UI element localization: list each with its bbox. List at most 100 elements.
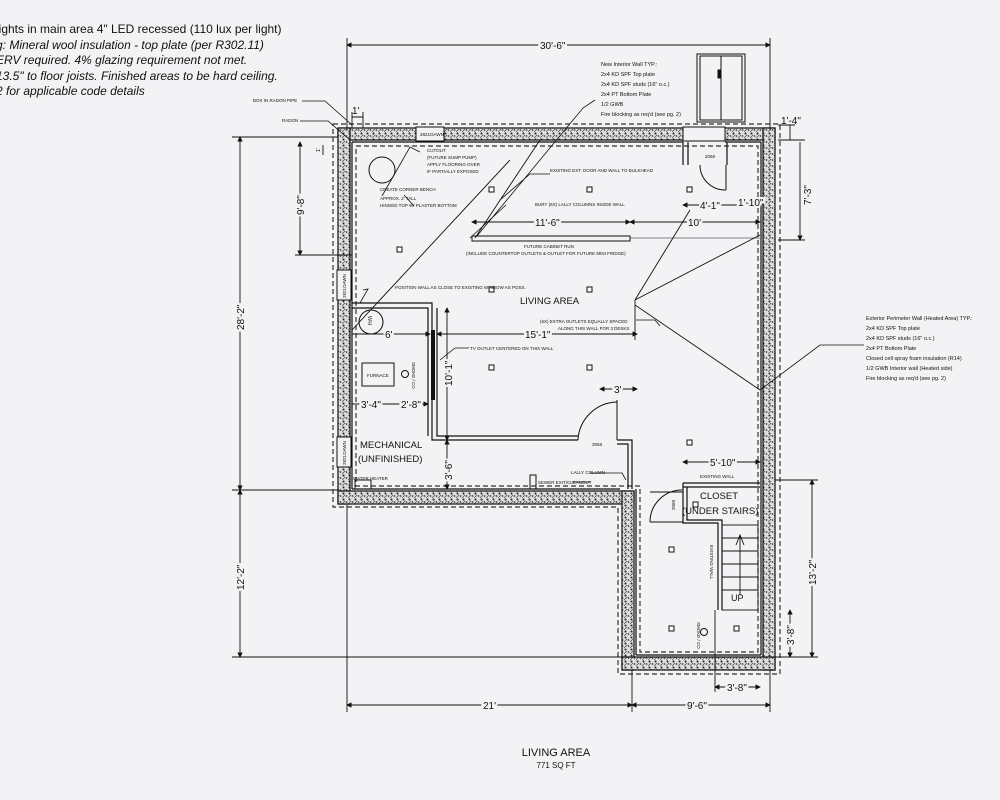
- foundation-outline: [332, 123, 781, 675]
- label: 9'-6": [687, 701, 707, 712]
- outlets-note: ALONG THIS WALL FOR 3 DESKS: [558, 326, 629, 331]
- drawing-area: 771 SQ FT: [536, 761, 575, 770]
- existing-wall-label: EXISTING WALL: [700, 474, 735, 479]
- label: 2x4 PT Bottom Plate: [601, 92, 651, 98]
- smoke-label: SMOKE / CO: [696, 622, 701, 649]
- sewer-note: SEWER EXIT/CLEANOUT: [538, 480, 592, 485]
- label: 11'-6": [535, 218, 560, 229]
- label: 4'-1": [700, 201, 720, 212]
- label: 3'-8": [727, 683, 747, 694]
- wh-label: WH: [366, 316, 372, 325]
- note-line: ERV required. 4% glazing requirement not…: [0, 53, 248, 67]
- position-wall-note: POSITION WALL AS CLOSE TO EXISTING WINDO…: [395, 285, 526, 290]
- furnace-icon: [361, 362, 395, 387]
- label: 10'-1": [444, 360, 455, 386]
- label: 2x4 KD SPF studs (16" o.c.): [866, 336, 935, 342]
- label: Exterior Perimeter Wall (Heated Area) TY…: [866, 316, 973, 322]
- label: 12'-2": [236, 564, 247, 590]
- lally-note: BURY (6X) LALLY COLUMNS INSIDE WALL: [535, 202, 625, 207]
- door-label: 3068: [592, 442, 603, 447]
- cabinet-run: [471, 235, 631, 242]
- label: 5'-10": [710, 458, 736, 469]
- label: New Interior Wall TYP.:: [601, 62, 658, 68]
- label: Fire blocking as req'd (see pg. 2): [601, 112, 681, 118]
- note-line: lights in main area 4" LED recessed (110…: [0, 22, 282, 36]
- label: 3': [614, 385, 622, 396]
- bulkhead-opening: [682, 126, 726, 142]
- label: Fire blocking as req'd (see pg. 2): [866, 376, 946, 382]
- label: 1': [316, 148, 322, 152]
- window-top: [415, 126, 445, 142]
- label: 10': [688, 218, 701, 229]
- label: CUTOUT: [427, 148, 446, 153]
- label: 3'-4": [361, 400, 381, 411]
- window-label: 2821OAWN: [342, 441, 347, 465]
- room-label-closet: CLOSET: [700, 491, 738, 502]
- label: 2x4 KD SPF studs (16" o.c.): [601, 82, 670, 88]
- label: 7'-3": [803, 185, 814, 205]
- water-heater-pad: [354, 479, 372, 490]
- room-label-living: LIVING AREA: [520, 296, 580, 307]
- note-line: g: Mineral wool insulation - top plate (…: [0, 37, 264, 52]
- smoke-detector-icon: [700, 628, 708, 636]
- window-left-lower: [336, 436, 352, 468]
- note-line: 13.5" to floor joists. Finished areas to…: [0, 68, 278, 83]
- stairs: [721, 524, 759, 611]
- window-label: 2821OAWN: [342, 274, 347, 298]
- drawing-title: LIVING AREA: [522, 747, 591, 759]
- label: 6': [385, 330, 393, 341]
- label: CREATE CORNER BENCH: [380, 187, 436, 192]
- leader-lines: [300, 99, 864, 483]
- room-label-mechanical-sub: (UNFINISHED): [358, 454, 422, 465]
- label: 13'-2": [808, 559, 819, 585]
- dimension-labels: 30'-6" 28'-2" 12'-2" 21' 9'-6" 1' 1' 9'-…: [234, 39, 821, 714]
- label: 2x4 PT Bottom Plate: [866, 346, 916, 352]
- note-line: 2 for applicable code details: [0, 84, 145, 98]
- callout-interior-wall: New Interior Wall TYP.: 2x4 KD SPF Top p…: [601, 62, 681, 118]
- label: APPROX. 2' TALL: [380, 196, 417, 201]
- label: 15'-1": [525, 330, 551, 341]
- label: 1'-10": [738, 198, 764, 209]
- bulkhead-doors: [696, 53, 746, 123]
- label: Closed cell spray foam insulation (R14): [866, 356, 962, 362]
- label: 21': [483, 701, 496, 712]
- label: 1'-4": [781, 116, 801, 127]
- callout-bench: CREATE CORNER BENCH APPROX. 2' TALL HING…: [380, 187, 457, 208]
- label: IF PARTIALLY EXPOSED: [427, 169, 479, 174]
- interior-walls: [351, 141, 762, 656]
- lally-column-note: LALLY COLUMN: [571, 470, 605, 475]
- label: 30'-6": [540, 41, 566, 52]
- water-heater-note: WATER HEATER: [353, 476, 389, 481]
- smoke-detector-icon: [401, 370, 409, 378]
- sump-pump-cutout: [368, 156, 396, 184]
- ceiling-lines: [351, 139, 761, 391]
- tv-wall: [431, 330, 435, 400]
- label: APPLY FLOORING OVER: [427, 162, 481, 167]
- label: 2x4 KD SPF Top plate: [601, 72, 655, 78]
- label: 9'-8": [296, 195, 307, 215]
- doors: [577, 164, 727, 523]
- window-left-upper: [336, 269, 352, 301]
- general-notes: lights in main area 4" LED recessed (110…: [0, 22, 282, 100]
- door-label: 2068: [705, 154, 716, 159]
- door-bulkhead: [699, 164, 727, 191]
- label: 1/2 GWB: [601, 102, 624, 108]
- window-label: 2821OAWN: [420, 132, 444, 137]
- dimension-lines: [232, 38, 818, 712]
- label: 2'-8": [401, 400, 421, 411]
- tv-note: TV OUTLET CENTERED ON THIS WALL: [470, 346, 554, 351]
- outlets-note: (6X) EXTRA OUTLETS EQUALLY SPACED: [540, 319, 628, 324]
- existing-wall-label: EXISTING WALL: [709, 545, 714, 580]
- callout-exterior-wall: Exterior Perimeter Wall (Heated Area) TY…: [866, 316, 973, 382]
- door-closet: [649, 489, 683, 523]
- cabinet-note: FUTURE CABINET RUN: [524, 244, 574, 249]
- room-label-closet-sub: (UNDER STAIRS): [682, 506, 758, 517]
- label: (FUTURE SUMP PUMP): [427, 155, 477, 160]
- sewer-cleanout: [529, 474, 537, 490]
- radon-note: RADON: [282, 118, 298, 123]
- label: HINGED TOP W/ PLASTER BOTTOM: [380, 203, 457, 208]
- ext-door-note: EXISTING EXT. DOOR AND WALL TO BULKHEAD: [550, 168, 654, 173]
- label: 1/2 GWB Interior wall (Heated side): [866, 366, 953, 372]
- cabinet-note-detail: (INCLUDE COUNTERTOP OUTLETS & OUTLET FOR…: [466, 251, 626, 256]
- label: 3'-6": [444, 460, 455, 480]
